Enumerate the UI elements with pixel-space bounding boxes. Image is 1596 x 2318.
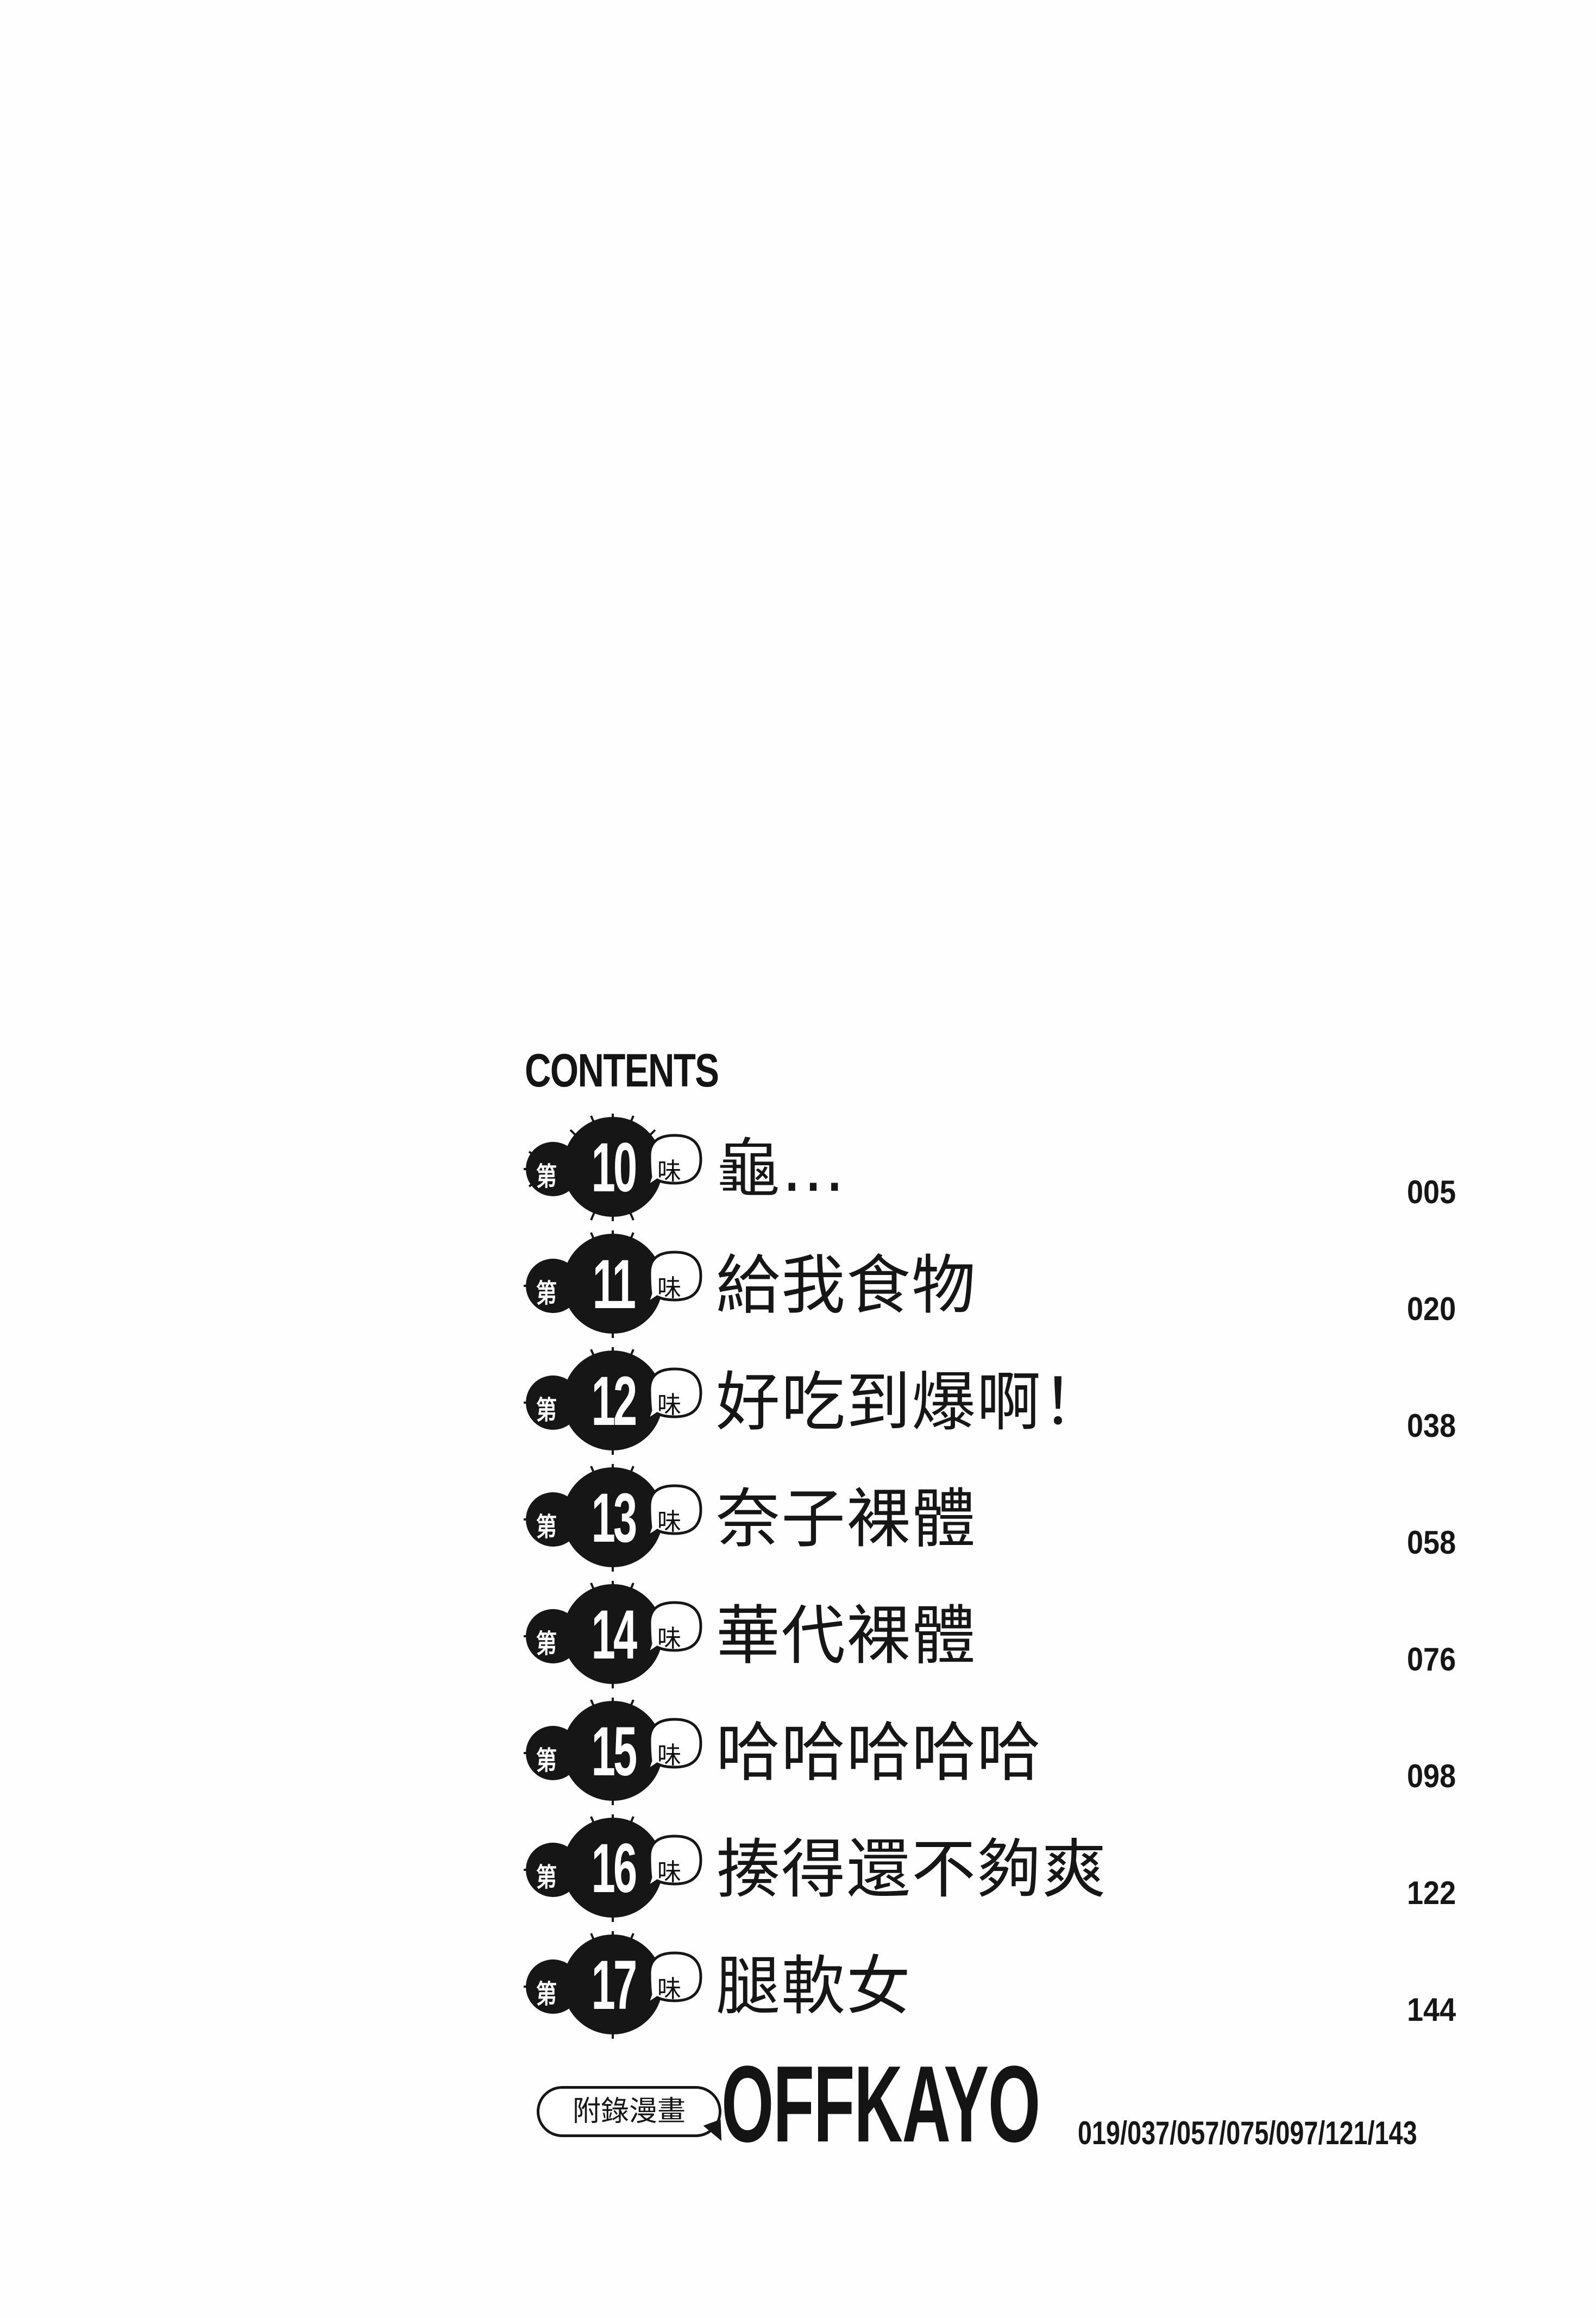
chapter-suffix: 味 (657, 1509, 681, 1535)
chapter-title: 龜… (716, 1131, 847, 1206)
page-title: CONTENTS (525, 1045, 719, 1097)
chapter-prefix: 第 (536, 1396, 557, 1425)
chapter-prefix: 第 (536, 1630, 557, 1659)
chapter-row[interactable]: 第 13 味 奈子裸體 058 (521, 1464, 1478, 1573)
bonus-comic-page-numbers: 019/037/057/075/097/121/143 (1078, 2115, 1417, 2151)
chapter-number: 13 (591, 1479, 638, 1557)
chapter-row[interactable]: 第 11 味 給我食物 020 (521, 1230, 1478, 1339)
spiky-burst-icon (524, 1114, 702, 1221)
spiky-burst-icon (524, 1814, 702, 1922)
chapter-badge: 第 17 味 (521, 1931, 706, 2040)
chapter-prefix: 第 (536, 1513, 557, 1542)
chapter-title: 華代裸體 (716, 1598, 977, 1673)
chapter-suffix: 味 (657, 1625, 681, 1652)
spiky-burst-icon (524, 1698, 702, 1805)
spiky-burst-icon (524, 1347, 702, 1455)
chapter-suffix: 味 (657, 1859, 681, 1886)
chapter-prefix: 第 (536, 1279, 557, 1308)
spiky-burst-icon (524, 1230, 702, 1338)
spiky-burst-icon (524, 1931, 702, 2039)
chapter-number: 17 (591, 1946, 638, 2024)
chapter-page-number: 122 (1406, 1875, 1456, 1911)
spiky-burst-icon (524, 1464, 702, 1572)
chapter-page-number: 020 (1406, 1291, 1456, 1327)
chapter-number: 16 (591, 1830, 638, 1907)
chapter-number: 15 (591, 1713, 638, 1791)
chapter-row[interactable]: 第 15 味 哈哈哈哈哈 098 (521, 1698, 1478, 1806)
chapter-badge: 第 14 味 (521, 1581, 706, 1689)
chapter-number: 11 (592, 1246, 636, 1323)
chapter-row[interactable]: 第 17 味 腿軟女 144 (521, 1931, 1478, 2040)
chapter-page-number: 144 (1406, 1992, 1456, 2028)
chapter-suffix: 味 (657, 1158, 681, 1185)
chapter-title: 哈哈哈哈哈 (716, 1715, 1042, 1790)
chapter-page-number: 076 (1406, 1641, 1456, 1678)
chapter-number: 12 (591, 1362, 638, 1440)
chapter-row[interactable]: 第 10 味 龜… 005 (521, 1114, 1478, 1222)
chapter-suffix: 味 (657, 1275, 681, 1302)
chapter-badge: 第 13 味 (521, 1464, 706, 1573)
chapter-prefix: 第 (536, 1980, 557, 2009)
chapter-badge: 第 10 味 (521, 1114, 706, 1222)
speech-bubble-label: 附錄漫畫 (537, 2086, 721, 2137)
chapter-badge: 第 15 味 (521, 1698, 706, 1806)
chapter-page-number: 038 (1406, 1408, 1456, 1444)
chapter-prefix: 第 (536, 1747, 557, 1775)
chapter-title: 奈子裸體 (716, 1481, 977, 1556)
chapter-prefix: 第 (536, 1163, 557, 1191)
chapter-page-number: 005 (1406, 1174, 1456, 1210)
chapter-badge: 第 16 味 (521, 1814, 706, 1923)
chapter-row[interactable]: 第 14 味 華代裸體 076 (521, 1581, 1478, 1689)
chapter-page-number: 098 (1406, 1758, 1456, 1794)
chapter-number: 10 (591, 1129, 638, 1207)
chapter-badge: 第 11 味 (521, 1230, 706, 1339)
bonus-comic-row[interactable]: 附錄漫畫 OFFKAYO 019/037/057/075/097/121/143 (521, 2044, 1499, 2165)
chapter-badge: 第 12 味 (521, 1347, 706, 1456)
chapter-number: 14 (591, 1596, 638, 1674)
chapter-prefix: 第 (536, 1863, 557, 1892)
chapter-title: 給我食物 (716, 1248, 977, 1323)
chapter-page-number: 058 (1406, 1524, 1456, 1561)
chapter-title: 好吃到爆啊！ (716, 1365, 1108, 1440)
bonus-comic-title: OFFKAYO (721, 2044, 1040, 2165)
chapter-suffix: 味 (657, 1392, 681, 1418)
chapter-row[interactable]: 第 16 味 揍得還不夠爽 122 (521, 1814, 1478, 1923)
chapter-suffix: 味 (657, 1742, 681, 1769)
chapter-row[interactable]: 第 12 味 好吃到爆啊！ 038 (521, 1347, 1478, 1456)
chapter-title: 揍得還不夠爽 (716, 1832, 1108, 1907)
spiky-burst-icon (524, 1581, 702, 1688)
chapter-title: 腿軟女 (716, 1949, 912, 2024)
chapter-suffix: 味 (657, 1976, 681, 2002)
